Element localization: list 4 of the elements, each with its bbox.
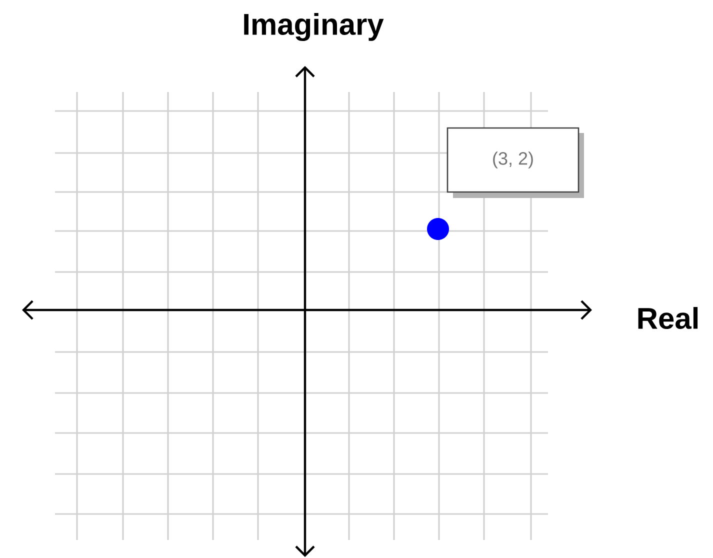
axis-label: Real	[638, 306, 698, 330]
label-box: (3, 2)	[446, 127, 580, 193]
axis-label: Imaginary	[244, 12, 384, 42]
point-dot	[427, 218, 449, 240]
